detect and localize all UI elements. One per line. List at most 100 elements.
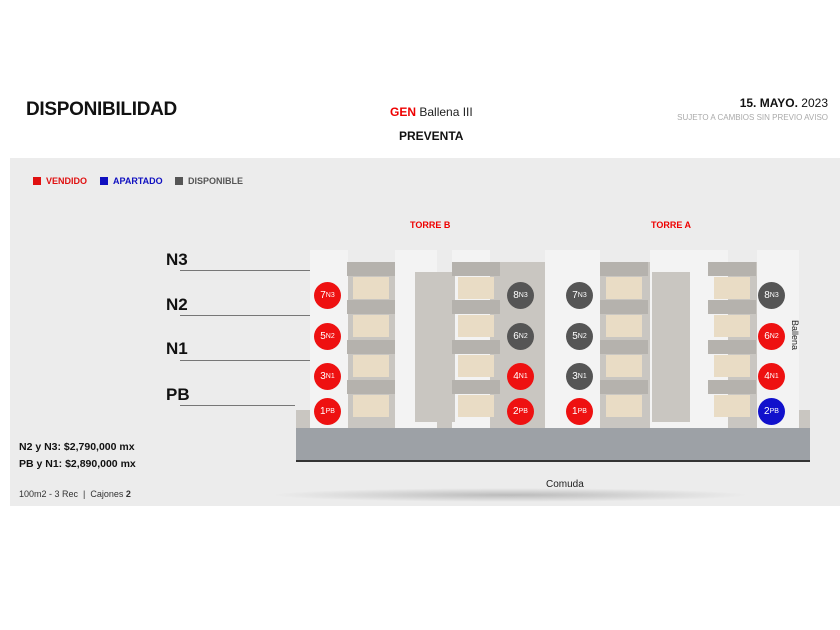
balcony-slab — [600, 340, 648, 354]
red-swatch-icon — [33, 177, 41, 185]
unit-level: N2 — [518, 333, 528, 340]
window — [606, 277, 642, 299]
unit-number: 4 — [513, 371, 519, 382]
street-side: Ballena — [790, 320, 800, 351]
balcony-slab — [600, 300, 648, 314]
specs: 100m2 - 3 Rec | Cajones 2 — [19, 489, 131, 499]
level-line — [180, 360, 310, 361]
level-n2: N2 — [166, 295, 188, 314]
level-line — [180, 315, 310, 316]
date: 15. MAYO. 2023 — [740, 96, 828, 110]
balcony-slab — [708, 262, 756, 276]
window — [606, 355, 642, 377]
window — [353, 277, 389, 299]
window — [353, 355, 389, 377]
unit-level: N3 — [325, 292, 335, 299]
unit-number: 4 — [764, 371, 770, 382]
window — [353, 395, 389, 417]
legend-vendido: VENDIDO — [33, 176, 87, 186]
brand: GEN — [390, 105, 417, 119]
price-n2-n3: N2 y N3: $2,790,000 mx — [19, 441, 135, 453]
balcony-slab — [452, 380, 500, 394]
parking-lot — [296, 428, 810, 462]
unit-level: N2 — [325, 333, 335, 340]
window — [458, 395, 494, 417]
unit-number: 8 — [513, 290, 519, 301]
unit-level: N1 — [769, 373, 779, 380]
unit-level: N2 — [769, 333, 779, 340]
stairwell — [652, 272, 690, 422]
unit-level: N3 — [769, 292, 779, 299]
window — [714, 355, 750, 377]
unit-level: PB — [325, 408, 335, 415]
unit-level: PB — [577, 408, 587, 415]
level-pb: PB — [166, 385, 190, 404]
balcony-slab — [452, 300, 500, 314]
unit-level: PB — [518, 408, 528, 415]
balcony-slab — [347, 262, 395, 276]
legend-disponible: DISPONIBLE — [175, 176, 243, 186]
unit-number: 5 — [572, 331, 578, 342]
cajones-count: 2 — [125, 489, 131, 499]
unit-number: 1 — [572, 406, 578, 417]
window — [353, 315, 389, 337]
unit-level: N1 — [577, 373, 587, 380]
ground-shadow — [270, 488, 750, 502]
balcony-slab — [708, 380, 756, 394]
project-label: Ballena III — [419, 105, 473, 119]
tower-a-label: TORRE A — [651, 220, 692, 230]
window — [714, 277, 750, 299]
unit-number: 7 — [320, 290, 326, 301]
balcony-slab — [347, 300, 395, 314]
level-n3: N3 — [166, 250, 188, 269]
unit-number: 3 — [320, 371, 326, 382]
legend-label: VENDIDO — [46, 176, 88, 186]
unit-number: 2 — [764, 406, 770, 417]
balcony-slab — [708, 340, 756, 354]
legend-label: APARTADO — [113, 176, 163, 186]
specs-text: 100m2 - 3 Rec | Cajones — [19, 489, 126, 499]
blue-swatch-icon — [100, 177, 108, 185]
window — [458, 355, 494, 377]
unit-number: 7 — [572, 290, 578, 301]
street-bottom: Comuda — [546, 479, 584, 490]
unit-level: N2 — [577, 333, 587, 340]
unit-number: 6 — [513, 331, 519, 342]
legend-apartado: APARTADO — [100, 176, 163, 186]
unit-level: N3 — [518, 292, 528, 299]
unit-number: 1 — [320, 406, 326, 417]
balcony-slab — [452, 340, 500, 354]
balcony-slab — [708, 300, 756, 314]
level-line — [180, 405, 295, 406]
window — [458, 315, 494, 337]
phase-label: PREVENTA — [399, 129, 464, 143]
unit-number: 6 — [764, 331, 770, 342]
balcony-slab — [600, 262, 648, 276]
balcony-slab — [347, 380, 395, 394]
window — [606, 395, 642, 417]
unit-level: N1 — [518, 373, 528, 380]
legend-label: DISPONIBLE — [188, 176, 244, 186]
level-n1: N1 — [166, 339, 188, 358]
unit-level: N1 — [325, 373, 335, 380]
unit-number: 8 — [764, 290, 770, 301]
date-day: 15. MAYO. — [739, 96, 798, 110]
unit-level: N3 — [577, 292, 587, 299]
unit-level: PB — [769, 408, 779, 415]
